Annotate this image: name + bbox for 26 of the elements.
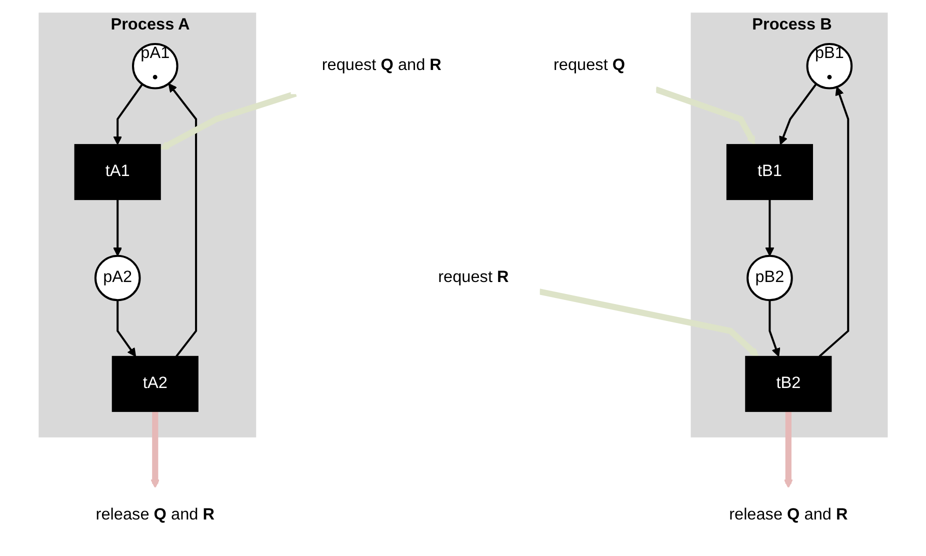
node-text: release Q and R [96,506,214,524]
arrow [160,90,297,150]
node-box: tA2 [112,356,198,412]
node-text: request Q and R [322,56,442,74]
arrow [654,86,756,145]
node-box: tA1 [74,144,161,200]
node-circle: pB2 [746,254,793,302]
arrow [168,83,197,358]
arrow [784,411,793,488]
arrow [116,300,136,357]
arrow [112,200,122,256]
node-circle: pA2 [94,254,141,302]
arrow [778,83,817,145]
arrow [112,84,143,145]
arrow [538,288,759,357]
node-text: request Q [553,56,625,74]
arrow [150,411,160,488]
node-text: release Q and R [728,506,848,524]
node-text: request R [438,268,509,286]
arrow [818,86,849,358]
node-circle: pA1 • [132,42,178,90]
arrow [765,200,774,256]
node-circle: pB1 • [806,42,852,90]
node-box: tB1 [726,144,813,200]
node-box: tB2 [744,356,832,412]
arrow [768,300,780,357]
